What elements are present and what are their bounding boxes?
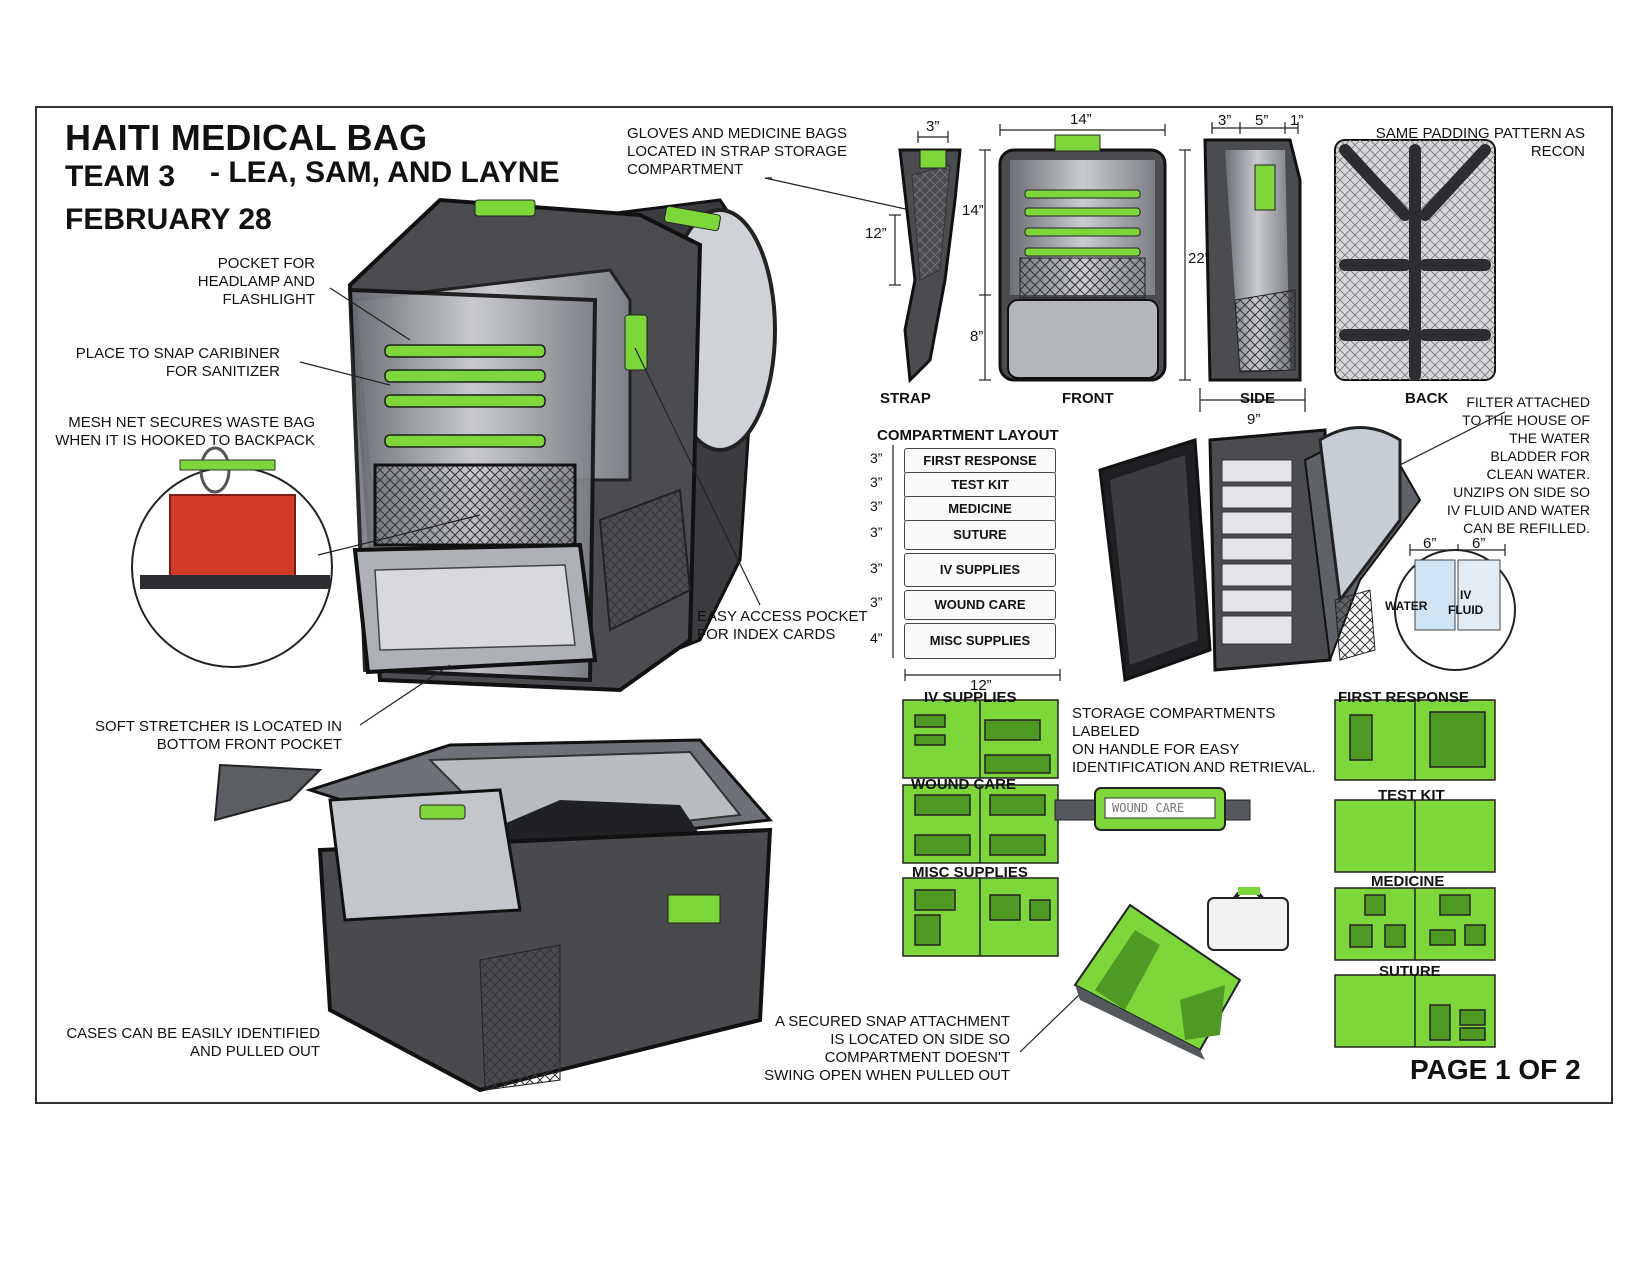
dim-layout-width: 12” — [970, 677, 992, 694]
dim-bladder-left: 6” — [1423, 535, 1437, 552]
handle-tag-sketch — [1054, 787, 1251, 831]
small-case-sketch — [1207, 887, 1289, 951]
layout-item-wound-care: WOUND CARE — [904, 590, 1056, 620]
dim-front-lower: 8” — [970, 328, 984, 345]
case-label-suture: SUTURE — [1379, 963, 1441, 980]
open-case-sketch — [213, 738, 774, 1093]
dim-side-depth: 9” — [1247, 411, 1261, 428]
bladder-iv-label: IV FLUID — [1448, 588, 1484, 617]
team-prefix: TEAM 3 — [65, 160, 176, 193]
bladder-detail-sketch — [1394, 549, 1516, 671]
callout-snap: A SECURED SNAP ATTACHMENT IS LOCATED ON … — [764, 1013, 1010, 1084]
view-label-side: SIDE — [1240, 390, 1276, 407]
bladder-water-label: WATER — [1385, 599, 1428, 613]
dim-side-c: 1” — [1290, 112, 1304, 129]
sheet-border — [35, 106, 1613, 1104]
view-label-back: BACK — [1405, 390, 1449, 407]
layout-size-iv-supplies: 3” — [870, 560, 883, 576]
layout-size-wound-care: 3” — [870, 594, 883, 610]
layout-size-suture: 3” — [870, 524, 883, 540]
back-view-sketch — [1334, 139, 1496, 381]
layout-size-first-response: 3” — [870, 450, 883, 466]
waste-bag-detail-sketch — [131, 446, 481, 668]
callout-stretcher: SOFT STRETCHER IS LOCATED IN BOTTOM FRON… — [95, 718, 342, 753]
dim-strap-width: 3” — [926, 118, 940, 135]
front-view-sketch — [998, 134, 1167, 382]
layout-item-iv-supplies: IV SUPPLIES — [904, 553, 1056, 587]
strap-view-sketch — [898, 148, 962, 384]
compartment-layout-title: COMPARTMENT LAYOUT — [877, 427, 1059, 444]
case-label-misc-supplies: MISC SUPPLIES — [912, 864, 1028, 881]
open-backpack-sketch — [1098, 426, 1422, 683]
date-label: FEBRUARY 28 — [65, 203, 272, 236]
handle-tag-text: WOUND CARE — [1112, 801, 1185, 815]
open-compartment-sketch — [1073, 903, 1242, 1060]
view-label-front: FRONT — [1062, 390, 1114, 407]
case-cards-right — [1334, 699, 1496, 1048]
team-members: - LEA, SAM, AND LAYNE — [210, 156, 560, 189]
dim-front-total: 22” — [1188, 250, 1210, 267]
callout-easy-access: EASY ACCESS POCKET FOR INDEX CARDS — [697, 608, 868, 643]
callout-mesh: MESH NET SECURES WASTE BAG WHEN IT IS HO… — [55, 414, 315, 449]
layout-size-misc-supplies: 4” — [870, 630, 883, 646]
layout-size-medicine: 3” — [870, 498, 883, 514]
dimension-lines — [889, 122, 1506, 681]
layout-item-medicine: MEDICINE — [904, 496, 1056, 522]
layout-item-misc-supplies: MISC SUPPLIES — [904, 623, 1056, 659]
callout-padding: SAME PADDING PATTERN AS RECON — [1375, 125, 1585, 160]
dim-side-a: 3” — [1218, 112, 1232, 129]
dim-bladder-right: 6” — [1472, 535, 1486, 552]
layout-item-suture: SUTURE — [904, 520, 1056, 550]
callout-storage: STORAGE COMPARTMENTS LABELED ON HANDLE F… — [1072, 705, 1316, 776]
page-number: PAGE 1 OF 2 — [1410, 1054, 1581, 1085]
layout-item-first-response: FIRST RESPONSE — [904, 448, 1056, 474]
dim-strap-height: 12” — [865, 225, 887, 242]
main-backpack-sketch — [347, 197, 777, 693]
view-label-strap: STRAP — [880, 390, 931, 407]
dim-front-upper: 14” — [962, 202, 984, 219]
case-label-test-kit: TEST KIT — [1378, 787, 1445, 804]
case-cards-left — [902, 699, 1059, 957]
layout-item-test-kit: TEST KIT — [904, 472, 1056, 498]
dim-side-b: 5” — [1255, 112, 1269, 129]
callout-headlamp: POCKET FOR HEADLAMP AND FLASHLIGHT — [197, 255, 315, 308]
case-label-medicine: MEDICINE — [1371, 873, 1445, 890]
case-label-iv-supplies: IV SUPPLIES — [924, 689, 1017, 706]
callout-gloves: GLOVES AND MEDICINE BAGS LOCATED IN STRA… — [627, 125, 848, 178]
case-label-first-response: FIRST RESPONSE — [1338, 689, 1469, 706]
side-view-sketch — [1203, 138, 1302, 382]
layout-size-test-kit: 3” — [870, 474, 883, 490]
page-title: HAITI MEDICAL BAG — [65, 117, 428, 158]
dim-front-width: 14” — [1070, 111, 1092, 128]
case-label-wound-care: WOUND CARE — [911, 776, 1016, 793]
callout-caribiner: PLACE TO SNAP CARIBINER FOR SANITIZER — [75, 345, 280, 380]
callout-filter: FILTER ATTACHED TO THE HOUSE OF THE WATE… — [1446, 394, 1590, 536]
callout-cases: CASES CAN BE EASILY IDENTIFIED AND PULLE… — [66, 1025, 320, 1060]
